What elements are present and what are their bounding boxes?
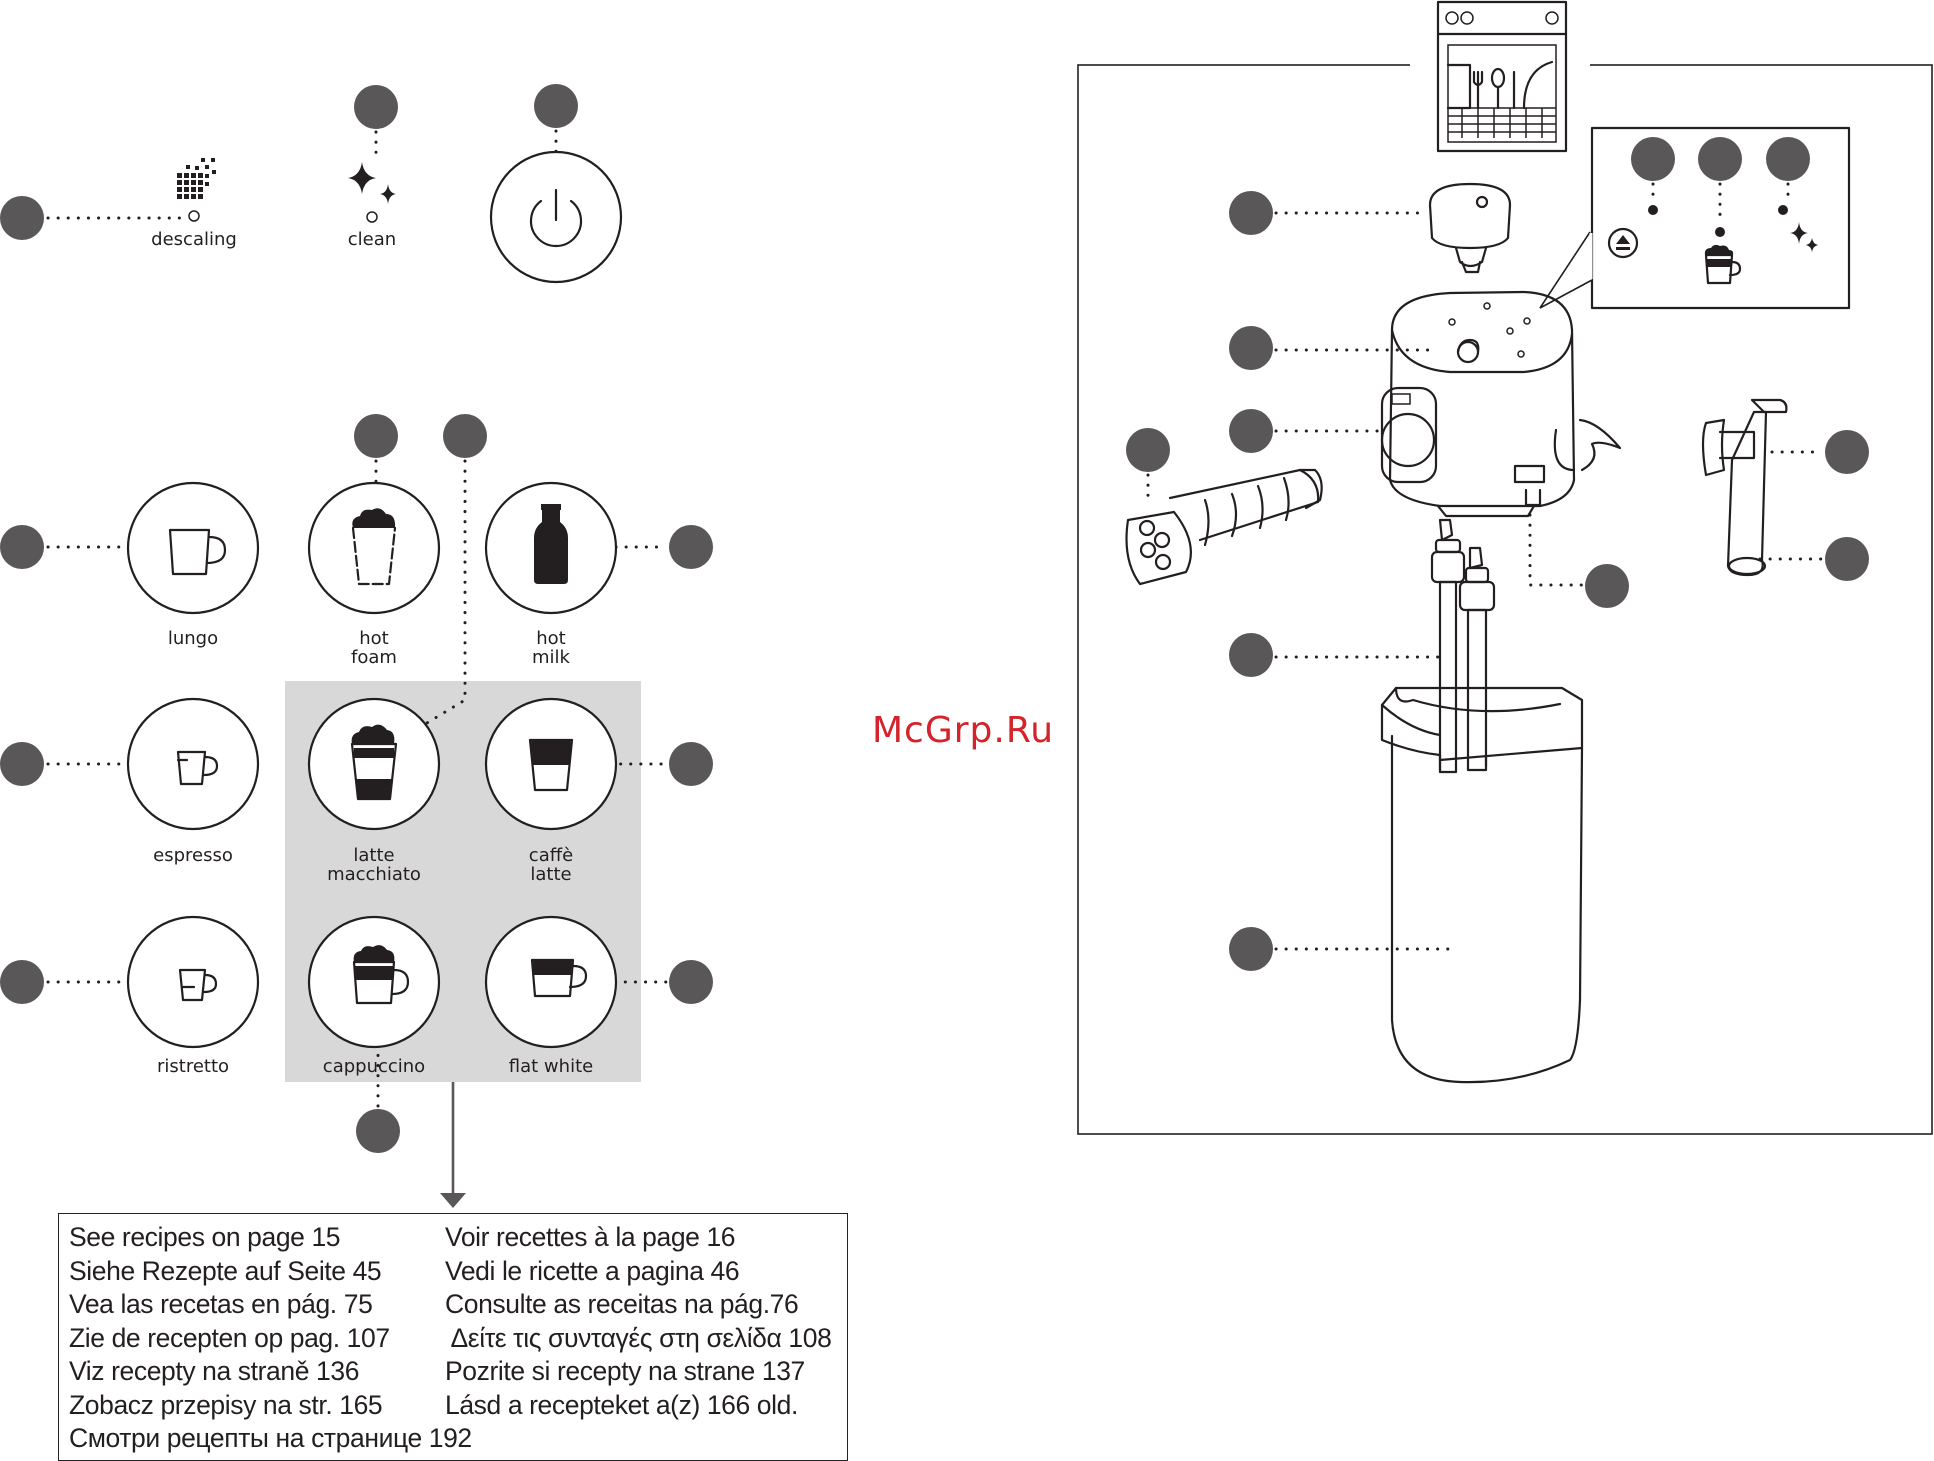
lungo-label: lungo xyxy=(167,628,219,649)
milk-cartridge xyxy=(1125,428,1323,586)
caffe-latte-glass-icon xyxy=(528,738,574,792)
callout-marker xyxy=(443,414,487,458)
descaling-indicator xyxy=(0,158,216,240)
milk-module-buttons-inset xyxy=(1539,126,1851,310)
recipe-line: Смотри рецепты на странице 192 xyxy=(69,1423,472,1453)
recipe-line: Vedi le ricette a pagina 46 xyxy=(445,1255,740,1286)
callout-marker xyxy=(1585,564,1629,608)
callout-marker xyxy=(0,196,44,240)
callout-marker xyxy=(1766,137,1810,181)
callout-marker xyxy=(354,85,398,129)
milk-outlet-part xyxy=(1701,398,1869,581)
cappuccino-cup-icon xyxy=(352,945,410,1005)
recipe-line: Viz recepty na straně 136 xyxy=(69,1356,360,1386)
sparkle-icon xyxy=(1790,222,1818,252)
eject-icon xyxy=(1607,227,1639,259)
callout-marker xyxy=(0,525,44,569)
hot-milk-button[interactable] xyxy=(484,481,713,615)
descaling-label: descaling xyxy=(151,229,237,250)
recipe-line: Lásd a recepteket a(z) 166 old. xyxy=(445,1389,798,1420)
power-icon xyxy=(529,188,583,248)
callout-marker xyxy=(1229,633,1273,677)
clean-label: clean xyxy=(347,229,397,250)
callout-marker xyxy=(1698,137,1742,181)
recipe-list-left: See recipes on page 15 Siehe Rezepte auf… xyxy=(69,1221,472,1456)
lungo-button[interactable] xyxy=(0,481,260,615)
latte-macchiato-glass-icon xyxy=(350,724,398,801)
ristretto-label: ristretto xyxy=(156,1056,230,1077)
recipe-line: Zie de recepten op pag. 107 xyxy=(69,1322,390,1353)
connector-callout xyxy=(1528,513,1629,608)
recipe-reference-box: See recipes on page 15 Siehe Rezepte auf… xyxy=(58,1213,848,1461)
recipe-line: Consulte as receitas na pág.76 xyxy=(445,1289,799,1319)
espresso-label: espresso xyxy=(153,845,233,866)
flat-white-label: flat white xyxy=(508,1056,594,1077)
milk-tubes xyxy=(1229,518,1496,774)
flat-white-button[interactable] xyxy=(484,915,713,1049)
hot-foam-button[interactable] xyxy=(307,414,441,615)
recipe-list-right: Voir recettes à la page 16 Vedi le ricet… xyxy=(445,1221,832,1422)
callout-marker xyxy=(1825,430,1869,474)
milk-bottle-icon xyxy=(534,504,568,584)
espresso-button[interactable] xyxy=(0,697,260,831)
callout-marker xyxy=(356,1109,400,1153)
recipe-line: Siehe Rezepte auf Seite 45 xyxy=(69,1255,382,1286)
cappuccino-button[interactable] xyxy=(307,915,441,1153)
callout-marker xyxy=(1126,428,1170,472)
callout-marker xyxy=(0,742,44,786)
callout-marker xyxy=(1229,927,1273,971)
recipe-line: Zobacz przepisy na str. 165 xyxy=(69,1389,383,1420)
cappuccino-label: cappuccino xyxy=(322,1056,426,1077)
clean-indicator xyxy=(348,85,398,223)
callout-marker xyxy=(354,414,398,458)
callout-marker xyxy=(1825,537,1869,581)
watermark: McGrp.Ru xyxy=(872,710,1055,751)
recipe-line: Vea las recetas en pág. 75 xyxy=(69,1289,373,1319)
recipe-line: See recipes on page 15 xyxy=(69,1222,341,1252)
recipe-line: Pozrite si recepty na strane 137 xyxy=(445,1356,805,1386)
dishwasher-safe-icon xyxy=(1410,0,1590,153)
callout-marker xyxy=(669,742,713,786)
ristretto-cup-icon xyxy=(178,968,218,1002)
milk-froth-cup-icon xyxy=(1704,244,1742,285)
callout-marker xyxy=(1229,326,1273,370)
power-button[interactable] xyxy=(489,84,623,284)
ristretto-button[interactable] xyxy=(0,915,260,1049)
recipe-line: Voir recettes à la page 16 xyxy=(445,1222,736,1252)
callout-marker xyxy=(0,960,44,1004)
milk-system-frame xyxy=(1077,64,1933,1135)
callout-marker xyxy=(669,525,713,569)
milk-module xyxy=(1229,290,1622,518)
callout-marker xyxy=(1229,191,1273,235)
recipe-line: Δείτε τις συνταγές στη σελίδα 108 xyxy=(445,1322,832,1353)
callout-marker xyxy=(1631,137,1675,181)
descaling-icon xyxy=(177,158,216,199)
milk-jug xyxy=(1229,686,1584,1084)
recipe-arrow xyxy=(440,1082,466,1208)
hot-foam-glass-icon xyxy=(351,508,397,586)
latte-macchiato-button[interactable] xyxy=(307,414,487,831)
lungo-cup-icon xyxy=(168,528,227,576)
callout-marker xyxy=(1229,409,1273,453)
espresso-cup-icon xyxy=(176,750,219,786)
milk-module-knob xyxy=(1229,182,1512,274)
sparkle-icon xyxy=(348,162,396,204)
callout-marker xyxy=(534,84,578,128)
callout-marker xyxy=(669,960,713,1004)
caffe-latte-button[interactable] xyxy=(484,697,713,831)
flat-white-cup-icon xyxy=(530,958,588,998)
